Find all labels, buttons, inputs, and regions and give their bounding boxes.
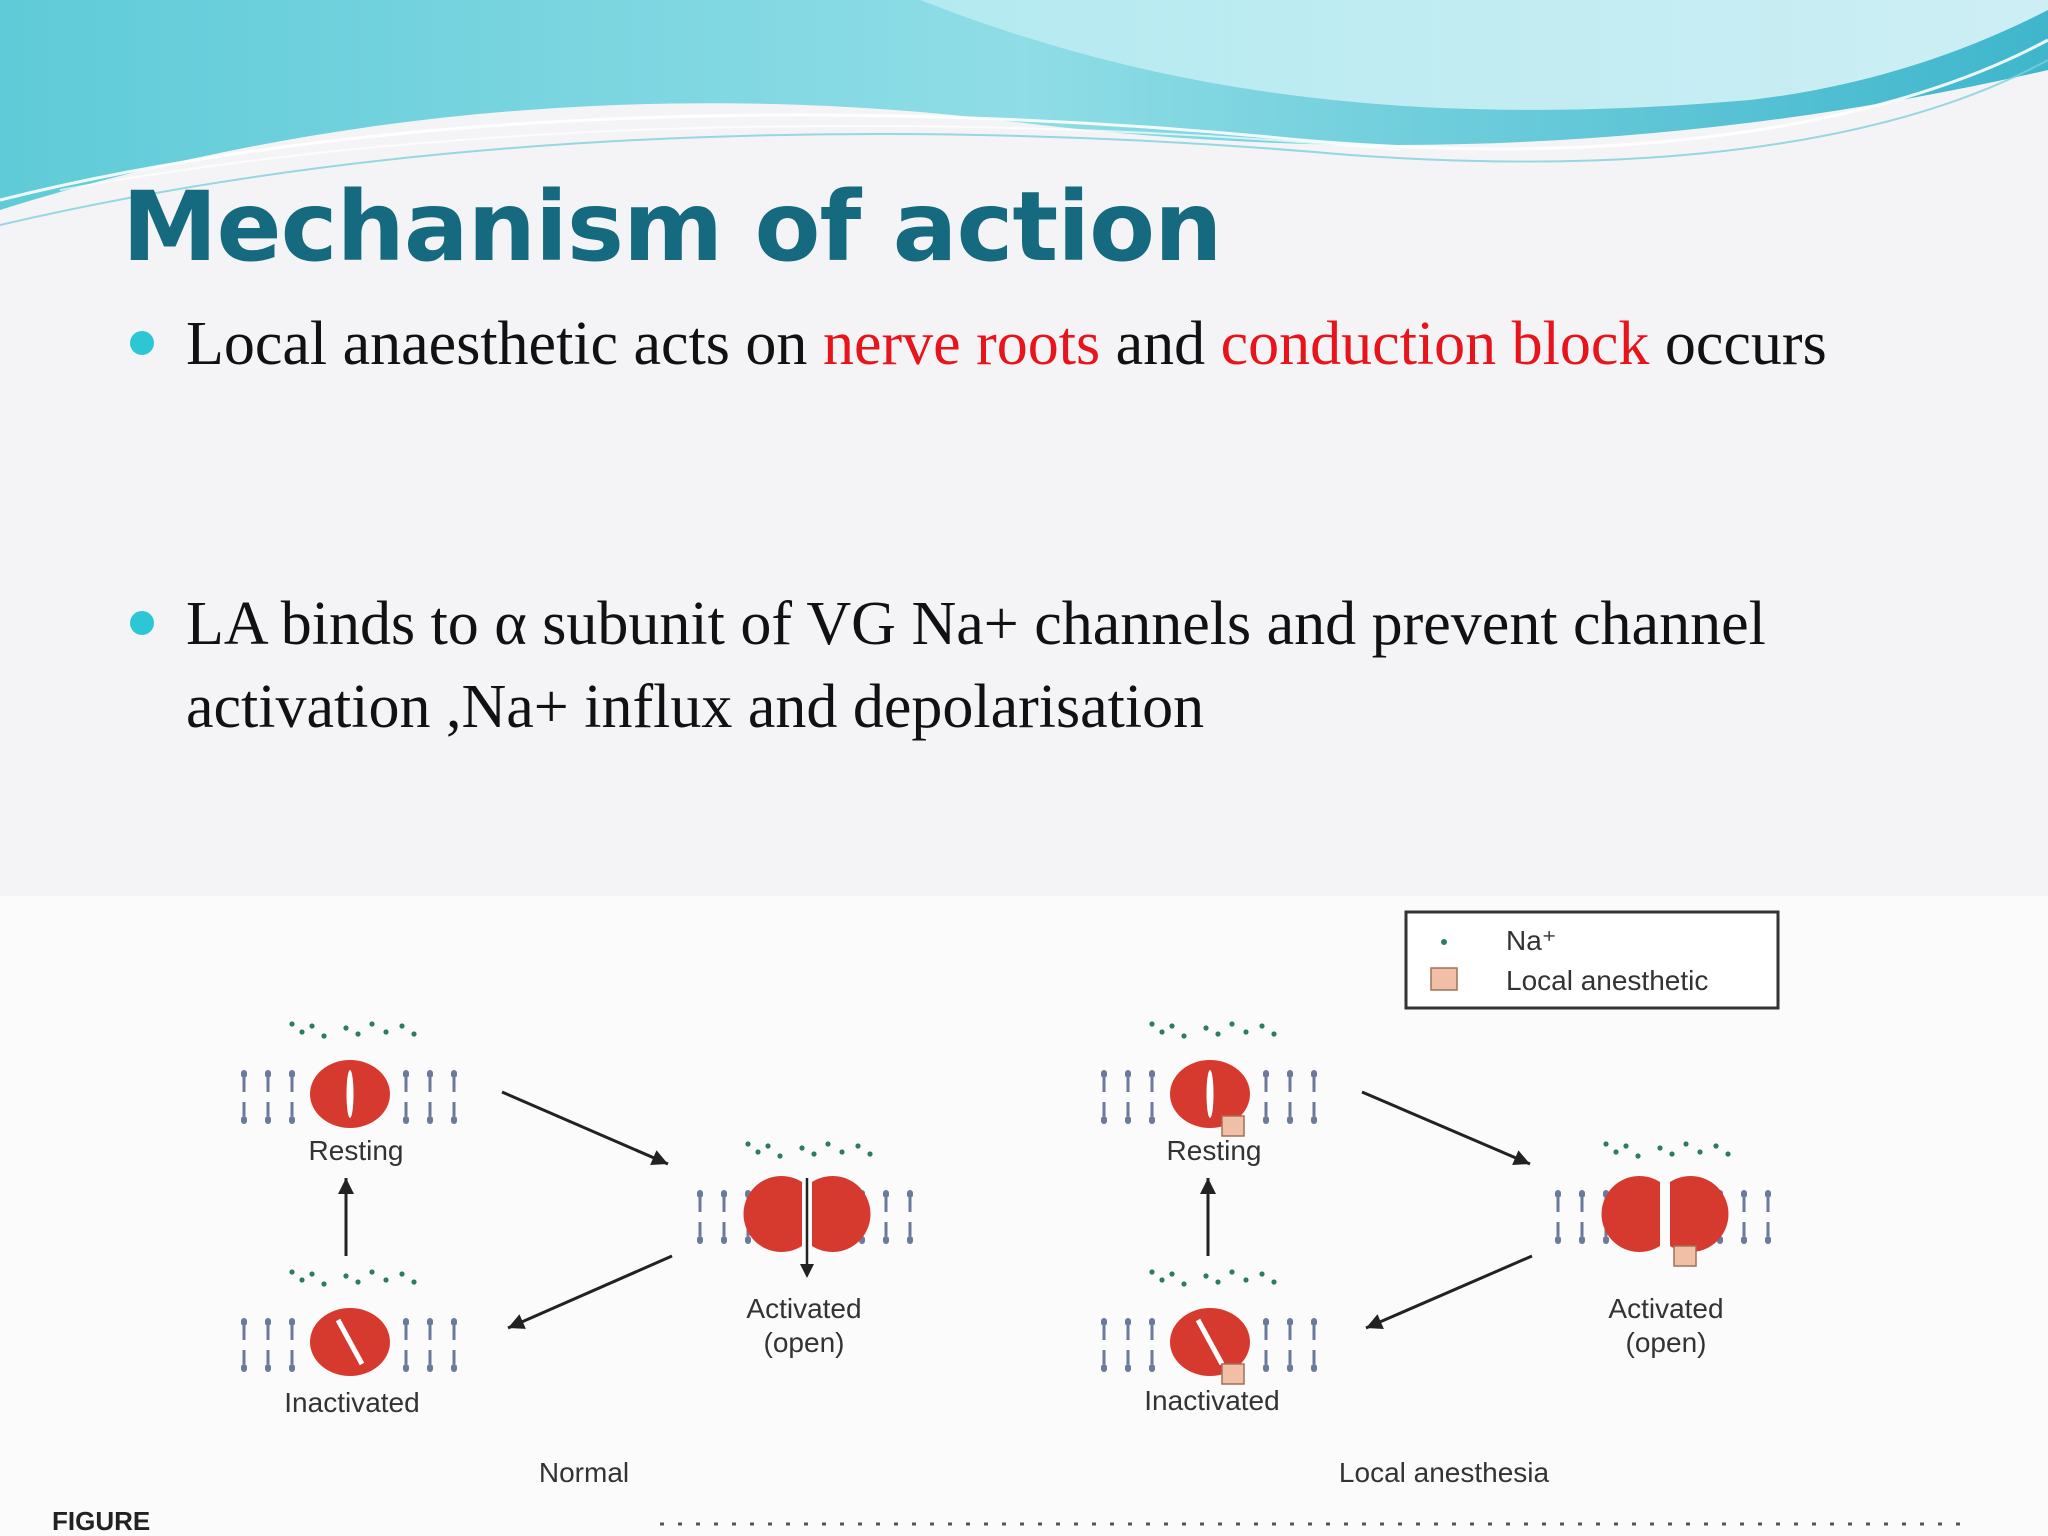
normal-resting-label: Resting	[309, 1135, 404, 1166]
bullet-dot	[130, 331, 154, 355]
header-wave-decoration	[0, 0, 2048, 226]
bullet-2-text: LA binds to α subunit of VG Na+ channels…	[186, 590, 1766, 741]
la-resting-channel	[1101, 1021, 1317, 1137]
normal-inactivated-channel	[241, 1269, 457, 1376]
la-activated-channel	[1555, 1141, 1771, 1267]
normal-inactivated-label: Inactivated	[284, 1387, 419, 1418]
local-anesthetic-marker	[1221, 1363, 1245, 1385]
local-anesthetic-marker	[1673, 1245, 1697, 1267]
bullet-item-2: LA binds to α subunit of VG Na+ channels…	[130, 583, 1886, 749]
normal-resting-channel	[241, 1021, 457, 1128]
legend: Na⁺ Local anesthetic	[1404, 910, 1780, 1010]
bullet-dot	[130, 611, 154, 635]
normal-activated-channel	[697, 1141, 913, 1278]
la-activated-sub-label: (open)	[1626, 1327, 1707, 1358]
legend-la-label: Local anesthetic	[1506, 965, 1708, 996]
local-anesthetic-marker	[1221, 1115, 1245, 1137]
la-resting-label: Resting	[1167, 1135, 1262, 1166]
la-arrow-resting-to-activated	[1361, 1090, 1531, 1166]
bullet-1-text-end: occurs	[1649, 310, 1827, 378]
normal-activated-sub-label: (open)	[764, 1327, 845, 1358]
bullet-1-highlight-nerve-roots: nerve roots	[822, 310, 1101, 378]
la-caption: Local anesthesia	[1339, 1457, 1550, 1488]
anesthetic-legend-icon	[1430, 967, 1458, 991]
bullet-item-1: Local anaesthetic acts on nerve roots an…	[130, 303, 1886, 386]
bullet-1-text-and: and	[1100, 310, 1221, 378]
sodium-channel-figure: Na⁺ Local anesthetic Resting Activated (…	[0, 896, 2048, 1536]
arrow-activated-to-inactivated	[507, 1254, 673, 1330]
la-inactivated-channel	[1101, 1269, 1317, 1385]
normal-activated-label: Activated	[746, 1293, 861, 1324]
la-arrow-inactivated-to-resting	[1200, 1178, 1216, 1256]
arrow-inactivated-to-resting	[338, 1178, 354, 1256]
la-inactivated-label: Inactivated	[1144, 1385, 1279, 1416]
la-activated-label: Activated	[1608, 1293, 1723, 1324]
figure-footer-text: FIGURE	[52, 1506, 150, 1536]
bullet-1-highlight-conduction-block: conduction block	[1220, 310, 1650, 378]
normal-caption: Normal	[539, 1457, 629, 1488]
legend-na-label: Na⁺	[1506, 925, 1557, 956]
la-arrow-activated-to-inactivated	[1365, 1254, 1533, 1330]
page-title: Mechanism of action	[122, 171, 1222, 283]
arrow-resting-to-activated	[501, 1090, 669, 1166]
bullet-1-text: Local anaesthetic acts on	[186, 310, 823, 378]
sodium-ion-legend-icon	[1441, 939, 1447, 945]
